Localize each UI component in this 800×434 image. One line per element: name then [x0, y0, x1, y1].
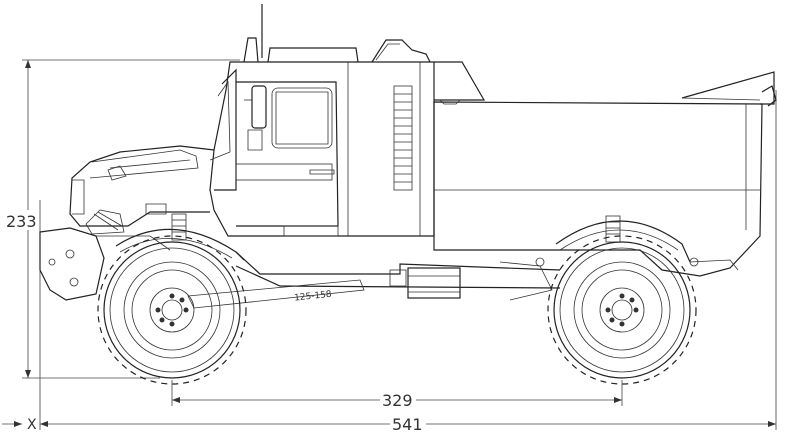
axis-x-label: X — [27, 417, 37, 433]
wheelbase-dimension-label: 329 — [382, 391, 413, 410]
wheelbase-dimension: 329 — [171, 380, 623, 410]
height-dimension: 233 — [4, 59, 240, 379]
front-wheel — [97, 235, 247, 385]
cabin-vent-grille — [393, 85, 413, 191]
tyre-size-label: 125-158 — [294, 290, 333, 304]
length-dimension-label: 541 — [392, 415, 423, 434]
height-dimension-label: 233 — [6, 212, 37, 231]
rear-wheel — [547, 235, 697, 385]
length-dimension: 541 X — [2, 90, 777, 434]
truck-outline: 125-158 — [39, 4, 777, 309]
